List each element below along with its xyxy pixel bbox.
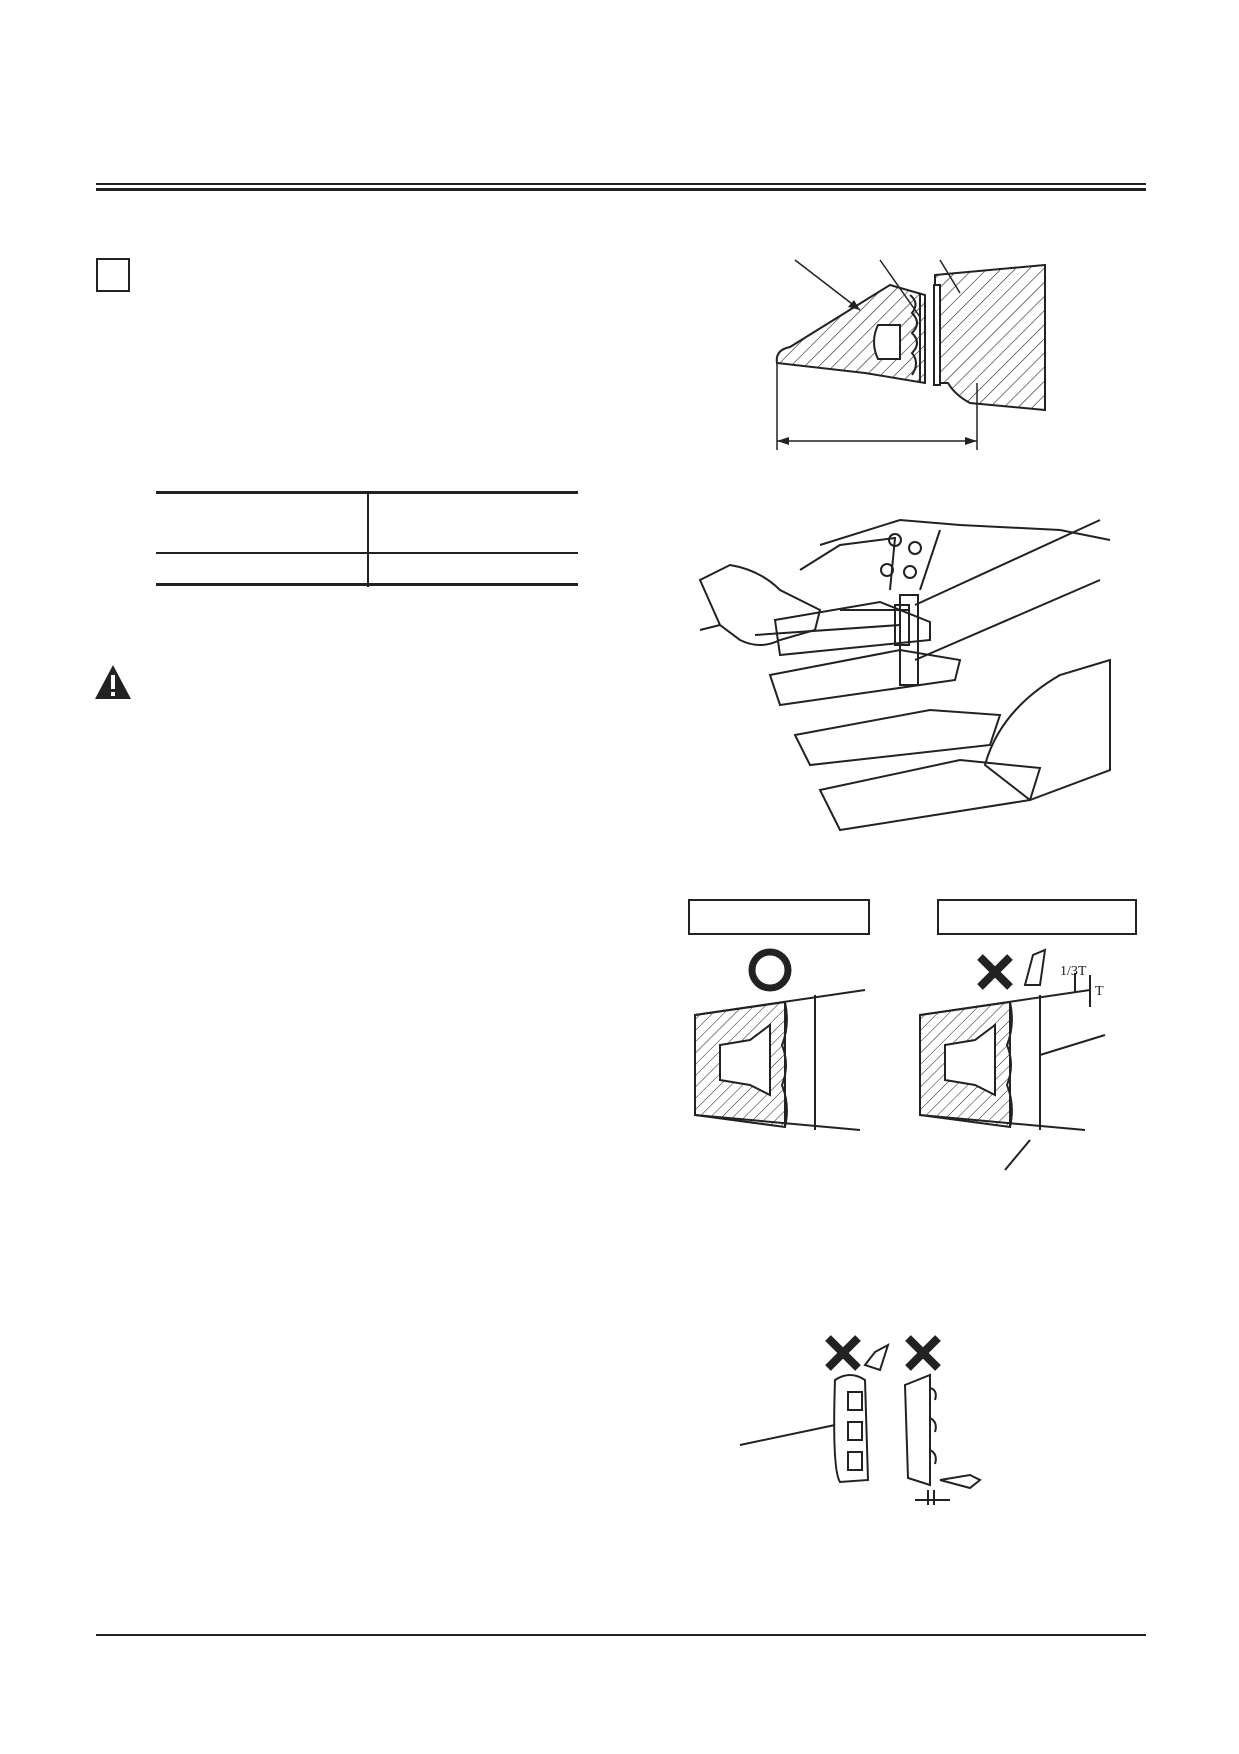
- warning-icon: [95, 665, 131, 699]
- footer-rule: [96, 1634, 1146, 1636]
- table-header-cell: [156, 491, 368, 553]
- table-top-rule: [156, 491, 578, 494]
- good-case-figure: [694, 948, 866, 1131]
- pin-wear-figure: [739, 1335, 982, 1505]
- table-cell: [156, 551, 368, 587]
- step-number-box: [96, 258, 130, 292]
- bad-case-figure: 1/3T T: [919, 948, 1106, 1171]
- pin-removal-figure: [698, 518, 1111, 832]
- bad-case-label: [937, 899, 1137, 935]
- table-cell: [367, 551, 578, 587]
- ng-cross-icon: [977, 954, 1013, 990]
- t-label: T: [1095, 984, 1104, 999]
- one-third-t-label: 1/3T: [1060, 964, 1087, 979]
- spec-table: [156, 491, 578, 587]
- header-rule-thin: [96, 183, 1146, 185]
- tooth-section-figure: [775, 259, 1046, 450]
- good-case-label: [688, 899, 870, 935]
- table-header-cell: [367, 491, 578, 553]
- header-rule-thick: [96, 188, 1146, 191]
- table-bottom-rule: [156, 583, 578, 586]
- ok-circle-icon: [748, 948, 792, 992]
